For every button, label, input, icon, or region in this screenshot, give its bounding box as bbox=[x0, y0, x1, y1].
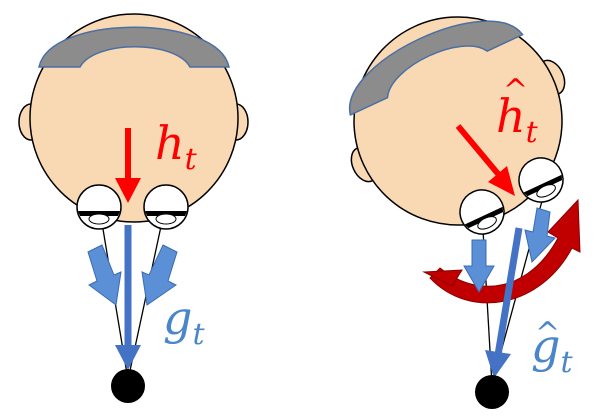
right-figure: ^ ht ^ gt bbox=[310, 0, 605, 409]
left-head-label-sub: t bbox=[185, 142, 198, 177]
left-target bbox=[111, 369, 145, 403]
right-target bbox=[475, 375, 509, 409]
left-gaze-label-sub: t bbox=[192, 317, 205, 352]
left-eye-arrow-left bbox=[88, 245, 121, 305]
left-eye-right bbox=[144, 185, 188, 229]
left-gaze-arrow-head bbox=[115, 345, 141, 370]
left-head-label-main: h bbox=[155, 116, 185, 170]
right-gaze-arrow-head bbox=[485, 350, 511, 378]
left-gaze-label: gt bbox=[163, 291, 205, 352]
right-gaze-label: gt bbox=[531, 319, 573, 380]
left-eye-left bbox=[77, 185, 121, 229]
right-head-label-main: h bbox=[496, 89, 526, 143]
right-head-label-sub: t bbox=[526, 115, 539, 150]
right-gaze-label-sub: t bbox=[560, 345, 573, 380]
right-gaze-label-main: g bbox=[531, 319, 560, 373]
left-figure: ht gt bbox=[19, 14, 248, 403]
left-gaze-label-main: g bbox=[163, 291, 192, 345]
